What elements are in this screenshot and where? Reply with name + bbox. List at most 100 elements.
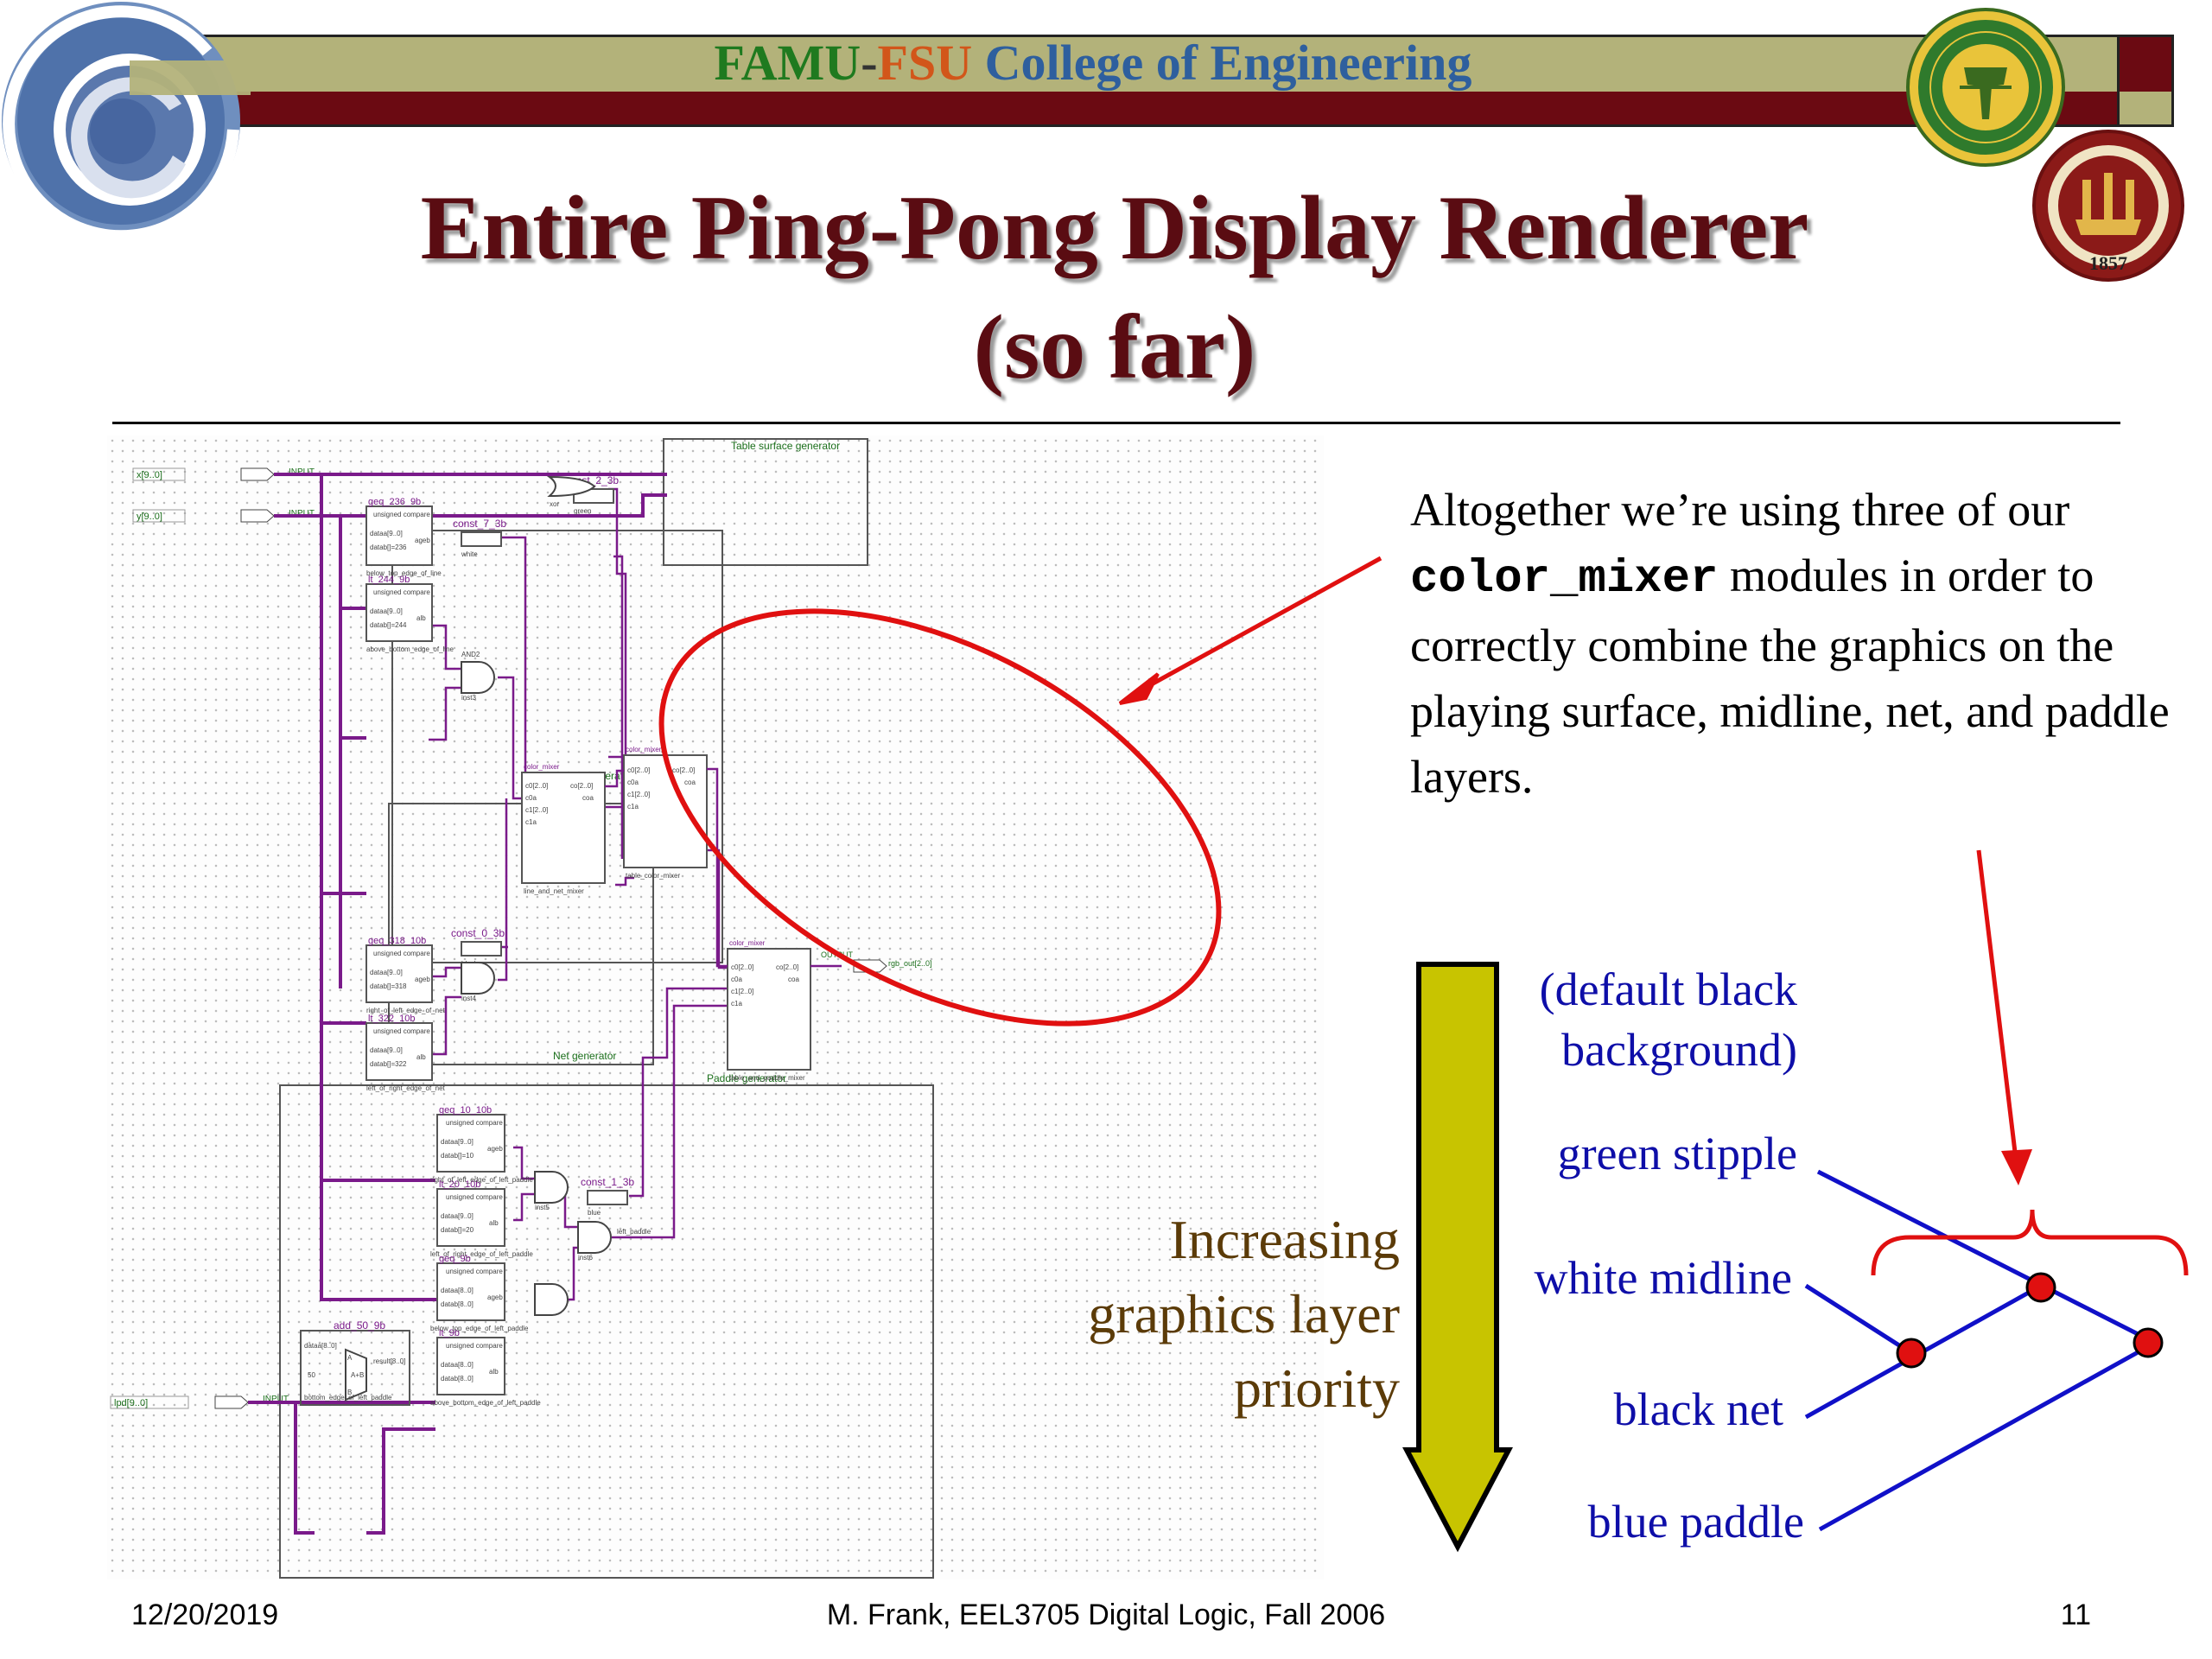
table-surface-frame [663,438,868,566]
input-pin-y[interactable] [132,509,186,523]
comparator-box-3 [365,944,433,1003]
mix-point-3 [2133,1327,2164,1358]
layer-lines [1804,1169,2157,1532]
mix-point-1 [1896,1338,1927,1369]
callout-before: Altogether we’re using three of our [1410,484,2070,536]
cmp-out-5: ageb [487,1145,503,1153]
callout-after: modules in order to correctly combine th… [1410,550,2170,803]
cmp-b-5: datab[]=10 [441,1152,474,1160]
cmp-b-3: datab[]=318 [370,982,407,990]
cmp-sub-5: unsigned compare [446,1119,503,1127]
cmp-inst-8: above_bottom_edge_of_left_paddle [430,1399,541,1407]
slide-title-line2: (so far) [973,296,1256,397]
mixer-box-1[interactable] [521,772,606,884]
mixer2-inst: table_color_mixer [626,872,680,880]
and-gate-net [461,962,495,995]
cmp-a-1: dataa[9..0] [370,530,403,537]
cmp-a-4: dataa[9..0] [370,1046,403,1054]
const-label-blue: const_1_3b [581,1176,634,1188]
group-label-paddle: Paddle generator [707,1072,786,1084]
const-label-black: const_0_3b [451,927,505,939]
adder-in: dataa[8..0] [304,1342,337,1350]
header-corner-tan [2117,92,2174,127]
cmp-a-8: dataa[8..0] [441,1361,474,1369]
output-pin[interactable] [853,959,887,973]
input-pin-x[interactable] [132,467,186,481]
input-pin-lpd[interactable] [110,1395,189,1409]
mixer3-c1: c1[2..0] [731,988,753,995]
college-label: College of Engineering [972,35,1472,91]
cmp-a-3: dataa[9..0] [370,969,403,976]
cmp-title-2: lt_244_9b [368,575,410,585]
fsu-seal-year: 1857 [2089,252,2127,274]
mixer1-c1a: c1a [525,818,537,826]
fsu-label: FSU [877,35,973,91]
cmp-title-1: geq_236_9b [368,497,421,507]
comparator-box-6 [436,1188,505,1247]
mixer1-c1: c1[2..0] [525,806,548,814]
cmp-out-6: alb [489,1219,499,1227]
slide-title-line1: Entire Ping-Pong Display Renderer [420,177,1809,278]
adder-frame [300,1330,410,1406]
cmp-inst-1: below_top_edge_of_line [366,569,442,577]
callout-module-name: color_mixer [1410,553,1719,606]
adder-const: 50 [308,1371,315,1379]
group-label-net: Net generator [553,1050,616,1062]
adder-a: A [347,1354,353,1362]
adder-title: add_50_9b [334,1319,385,1332]
cmp-title-3: geq_318_10b [368,936,426,946]
const-tag-green: green [574,507,591,515]
comparator-box-2 [365,583,433,642]
cmp-out-4: alb [416,1053,426,1061]
footer-date: 12/20/2019 [131,1599,279,1631]
footer-page-number: 11 [2060,1599,2091,1631]
layer-bg-line1: (default black [1539,963,1797,1015]
mixer2-c1: c1[2..0] [627,791,650,798]
cmp-a-6: dataa[9..0] [441,1212,474,1220]
cmp-a-2: dataa[9..0] [370,607,403,615]
priority-label: Increasing graphics layer priority [985,1203,1400,1426]
header-dash: - [861,35,878,91]
callout-text: Altogether we’re using three of our colo… [1410,477,2171,810]
mixer3-inst: table_and_paddle_mixer [729,1074,805,1082]
cmp-out-7: ageb [487,1294,503,1301]
footer-course: M. Frank, EEL3705 Digital Logic, Fall 20… [826,1599,1386,1631]
input-label-x: x[9..0] [137,470,162,480]
cmp-a-7: dataa[8..0] [441,1287,474,1294]
priority-line3: priority [1234,1357,1400,1419]
mixer3-coa: coa [788,976,799,983]
const-box-white [461,531,502,547]
cmp-out-3: ageb [415,976,430,983]
gate-tag-1: AND2 [461,651,480,658]
mixer2-c1a: c1a [627,803,639,810]
header-corner-red [2117,35,2174,97]
cmp-inst-4: left_of_right_edge_of_net [366,1084,446,1092]
famu-seal-icon [1906,8,2065,167]
cmp-b-8: datab[8..0] [441,1375,474,1382]
cmp-b-6: datab[]=20 [441,1226,474,1234]
adder-inst: bottom_edge_of_left_paddle [304,1394,392,1402]
input-tag-x: INPUT [289,467,315,477]
cmp-inst-5: right_of_left_edge_of_left_paddle [430,1176,533,1184]
layer-label-blue-paddle: blue paddle [1587,1496,1804,1548]
gate-tag-5: inst6 [578,1254,593,1262]
mixer1-coa: coa [582,794,594,802]
cmp-sub-1: unsigned compare [373,511,430,518]
college-title: FAMU-FSU College of Engineering [69,33,2117,93]
const-tag-blue: blue [588,1209,601,1217]
const-box-black [461,941,502,957]
cmp-b-4: datab[]=322 [370,1060,407,1068]
and-gate-paddle [577,1221,612,1254]
brace-arrow-head [2001,1149,2032,1185]
title-divider [112,422,2120,424]
cmp-out-2: alb [416,614,426,622]
cmp-out-8: alb [489,1368,499,1376]
const-box-blue [587,1190,628,1205]
mixer2-c0a: c0a [627,779,639,786]
bus-wires [248,473,667,1535]
college-logo-icon [2,2,251,243]
input-tag-lpd: INPUT [263,1395,289,1404]
gate-tag-7: xor [550,500,559,508]
input-buffer-lpd [214,1395,249,1409]
input-label-y: y[9..0] [137,512,162,522]
